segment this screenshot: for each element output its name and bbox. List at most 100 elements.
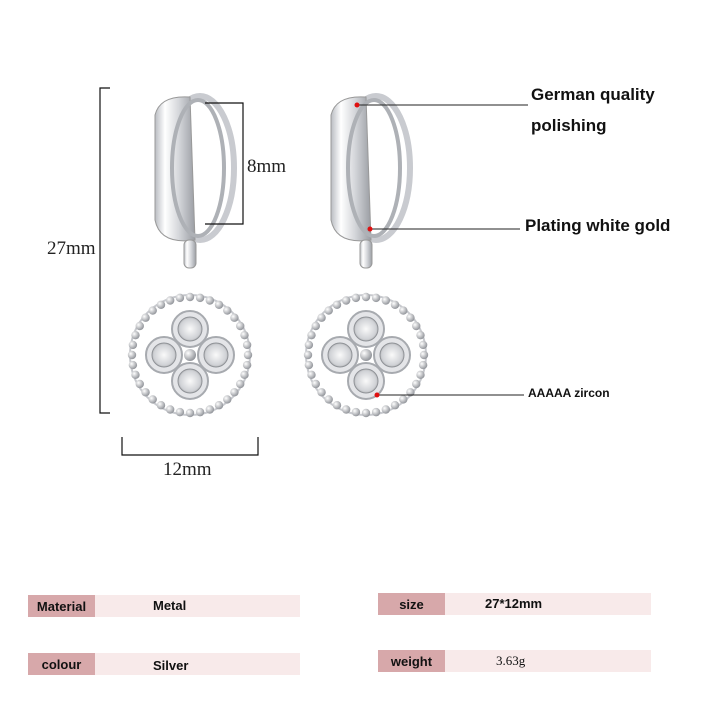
marker-dots [354,102,380,398]
bead [148,395,157,404]
bead [240,370,249,380]
bead [412,379,421,389]
bail [359,239,373,269]
bead [332,401,342,410]
bead [317,388,326,397]
bead [381,296,391,305]
height-bracket [99,87,110,414]
bead [412,321,421,331]
bead [304,340,314,350]
bead [175,407,185,417]
spec-label-weight: weight [378,650,445,672]
bead [341,296,351,305]
bead [148,306,157,315]
spec-value-weight: 3.63g [496,653,526,668]
width-label: 12mm [163,459,212,480]
bead [165,296,175,305]
bead [351,293,361,303]
bead [406,388,415,397]
bead [175,293,185,303]
bead [156,300,166,309]
hoop-front [154,96,196,242]
callout-lines [357,104,528,396]
spec-row-material [28,595,300,617]
bead [141,313,150,322]
bead [141,388,150,397]
center-bead [360,349,372,361]
bead [223,395,232,404]
bead [128,360,138,370]
bead [304,360,314,370]
center-bead [184,349,196,361]
bead [406,313,415,322]
hoop-front [330,96,372,242]
bead [236,379,245,389]
dimension-lines [99,87,259,456]
bead [361,292,371,302]
width-bracket [121,437,259,456]
bead [311,321,320,331]
bead [317,313,326,322]
bead [418,360,428,370]
bead [311,379,320,389]
bead [205,296,215,305]
bead [399,306,408,315]
bead [236,321,245,331]
bead [230,388,239,397]
bead [195,407,205,417]
zircon-stone [379,342,405,368]
bead [416,370,425,380]
bead [341,405,351,414]
spec-value-colour: Silver [153,658,189,673]
bead [399,395,408,404]
spec-value-size: 27*12mm [485,596,543,611]
bead [307,330,316,340]
bead [135,321,144,331]
zircon-stone [177,316,203,342]
bead [185,292,195,302]
bead [185,408,195,418]
callout-plating: Plating white gold [525,216,671,235]
callout-polishing-line2: polishing [531,116,607,135]
spec-label-material: Material [28,595,95,617]
bead [243,350,253,360]
bead [303,350,313,360]
zircon-stone [353,316,379,342]
spec-row-weight [378,650,651,672]
bead [195,293,205,303]
zircon-stone [177,368,203,394]
height-label: 27mm [47,238,96,259]
bead [135,379,144,389]
bead [418,340,428,350]
bead [324,306,333,315]
zircon-stone [353,368,379,394]
bead [214,300,224,309]
hoop-label: 8mm [247,156,287,177]
bead [242,340,252,350]
bead [419,350,429,360]
bead [390,300,400,309]
bead [381,405,391,414]
bead [361,408,371,418]
spec-value-material: Metal [153,598,187,613]
spec-label-colour: colour [28,653,95,675]
bead [332,300,342,309]
bead [230,313,239,322]
callout-zircon: AAAAA zircon [528,386,610,400]
bead [214,401,224,410]
bead [371,293,381,303]
bead [371,407,381,417]
bead [351,407,361,417]
bead [416,330,425,340]
zircon-stone [327,342,353,368]
zircon-stone [203,342,229,368]
bead [324,395,333,404]
hoop-bracket [205,102,244,225]
bead [165,405,175,414]
bail [183,239,197,269]
bead [390,401,400,410]
spec-row-colour [28,653,300,675]
callout-polishing-line1: German quality [531,85,655,104]
